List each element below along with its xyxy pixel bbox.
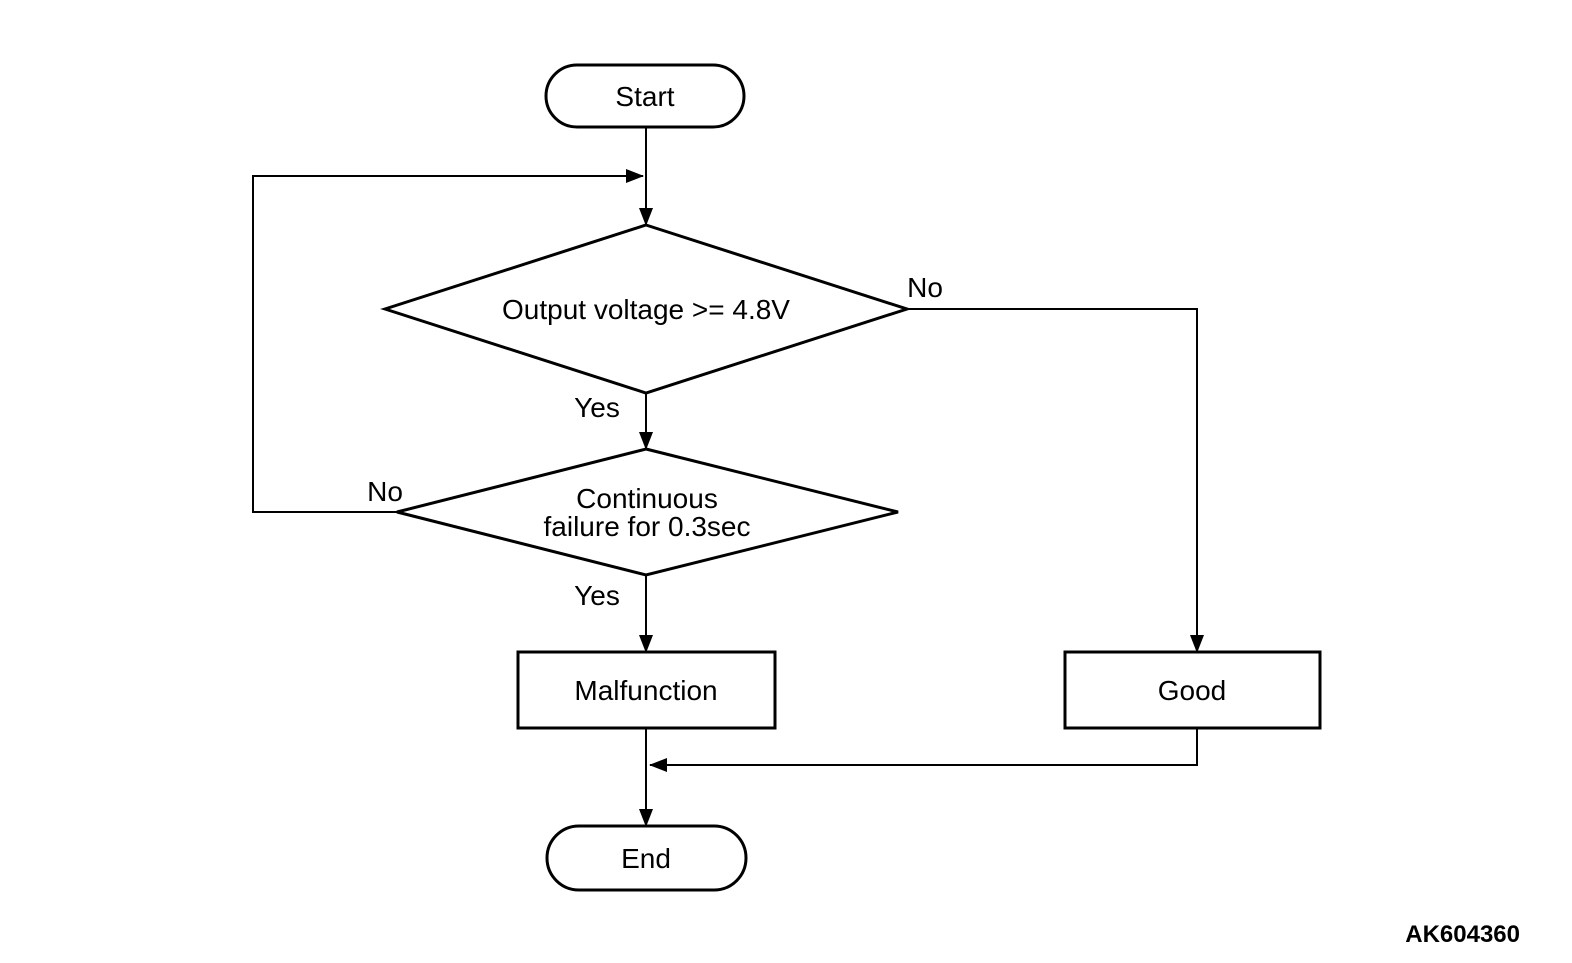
failure-decision-label-line2: failure for 0.3sec <box>544 511 751 542</box>
voltage-decision-diamond-shape <box>380 223 912 395</box>
start-label: Start <box>615 81 674 112</box>
node-start: Start <box>544 63 746 129</box>
node-decision-failure: Continuous failure for 0.3sec <box>396 447 899 577</box>
good-process-shape <box>1063 650 1322 730</box>
edge-label-failure-yes: Yes <box>574 580 620 611</box>
good-label: Good <box>1158 675 1227 706</box>
end-label: End <box>621 843 671 874</box>
voltage-decision-label: Output voltage >= 4.8V <box>502 294 790 325</box>
edge-label-voltage-no: No <box>907 272 943 303</box>
edge-label-failure-no: No <box>367 476 403 507</box>
edge-failure-no-loopback <box>252 169 644 513</box>
edge-label-voltage-yes: Yes <box>574 392 620 423</box>
node-good: Good <box>1063 650 1322 730</box>
malfunction-process-shape <box>516 650 777 730</box>
node-end: End <box>545 824 748 892</box>
end-terminator-shape <box>545 824 748 892</box>
start-terminator-shape <box>544 63 746 129</box>
edge-voltage-no-to-good <box>907 308 1204 653</box>
edge-good-to-end-junction <box>649 728 1198 772</box>
failure-decision-label-line1: Continuous <box>576 483 718 514</box>
node-decision-voltage: Output voltage >= 4.8V <box>380 223 912 395</box>
node-malfunction: Malfunction <box>516 650 777 730</box>
figure-id: AK604360 <box>1405 921 1520 948</box>
failure-decision-diamond-shape <box>396 447 899 577</box>
malfunction-label: Malfunction <box>574 675 717 706</box>
